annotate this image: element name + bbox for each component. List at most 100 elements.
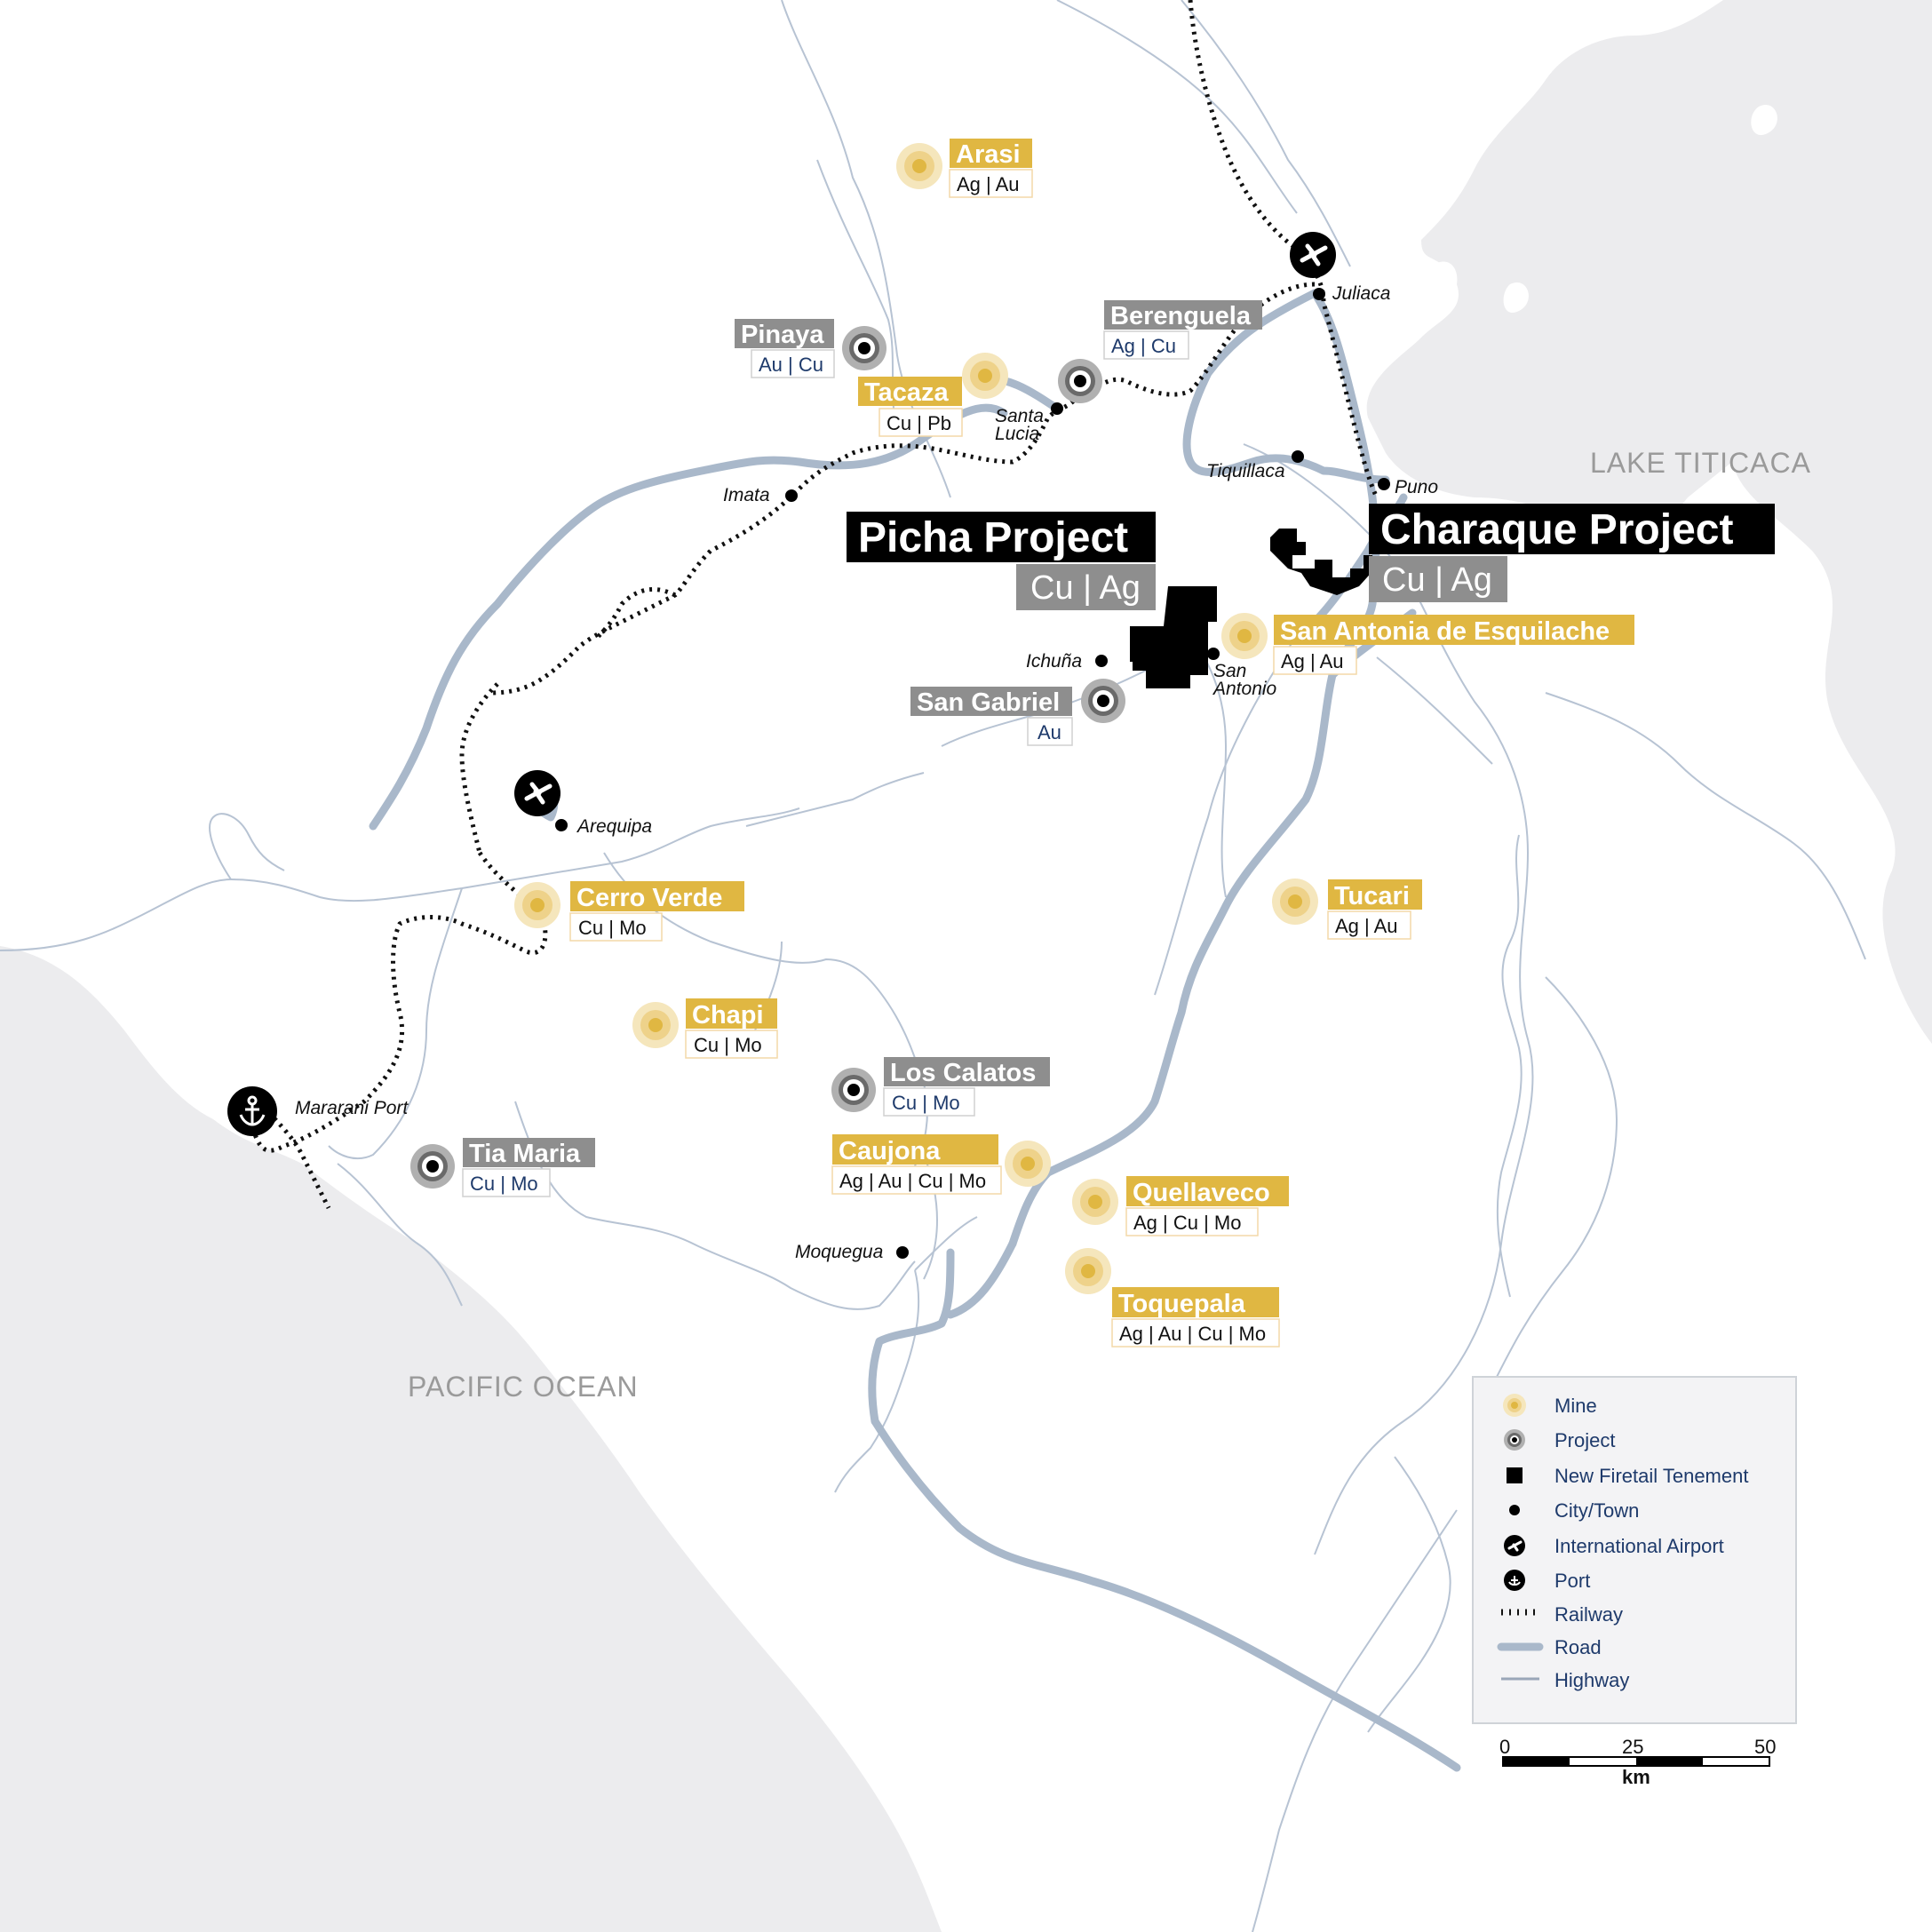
pacific-ocean	[0, 946, 942, 1932]
town-label: Lucia	[995, 424, 1039, 444]
town-label: Moquegua	[795, 1242, 883, 1262]
airport-icon	[514, 770, 561, 816]
project-icon	[842, 326, 886, 370]
svg-text:Toquepala: Toquepala	[1118, 1290, 1246, 1318]
project-label-tia-maria: Tia Maria Cu | Mo	[462, 1138, 595, 1197]
mine-icon	[1272, 879, 1318, 925]
scale-tick-label: 25	[1622, 1736, 1643, 1758]
town-dots	[555, 288, 1390, 1259]
mine-label-tacaza: Tacaza Cu | Pb	[858, 377, 963, 437]
picha-project-commodities: Cu | Ag	[1030, 569, 1141, 607]
anchor-icon	[227, 1086, 277, 1136]
svg-text:Tucari: Tucari	[1334, 882, 1410, 910]
legend-label: Road	[1554, 1636, 1602, 1658]
mine-markers	[514, 143, 1318, 1294]
mine-icon	[632, 1002, 679, 1048]
mine-icon	[514, 882, 561, 928]
svg-text:Arasi: Arasi	[956, 140, 1021, 169]
mine-label-caujona: Caujona Ag | Au | Cu | Mo	[831, 1134, 1002, 1195]
town-label: Puno	[1395, 477, 1438, 497]
svg-text:Cerro Verde: Cerro Verde	[576, 884, 722, 912]
svg-text:Cu | Mo: Cu | Mo	[470, 1173, 538, 1195]
scale-unit: km	[1622, 1766, 1650, 1788]
town-label: Ichuña	[1026, 651, 1082, 672]
town-label: San	[1213, 661, 1246, 681]
mine-label-quellaveco: Quellaveco Ag | Cu | Mo	[1125, 1176, 1289, 1236]
charaque-project-commodities: Cu | Ag	[1382, 561, 1492, 599]
project-label-pinaya: Pinaya Au | Cu	[735, 319, 835, 378]
project-icon	[410, 1144, 455, 1189]
svg-text:Cu | Mo: Cu | Mo	[578, 917, 647, 939]
tenement-icon	[1507, 1467, 1523, 1483]
svg-text:Cu | Pb: Cu | Pb	[886, 412, 951, 434]
svg-text:Ag | Au: Ag | Au	[957, 173, 1020, 195]
legend-label: International Airport	[1554, 1535, 1724, 1557]
svg-text:San Gabriel: San Gabriel	[917, 688, 1060, 717]
svg-text:Ag | Au | Cu | Mo: Ag | Au | Cu | Mo	[839, 1170, 986, 1192]
town-label: Imata	[723, 485, 770, 505]
project-icon	[831, 1068, 876, 1112]
svg-text:Cu | Mo: Cu | Mo	[892, 1092, 960, 1114]
svg-text:Ag | Cu: Ag | Cu	[1111, 335, 1176, 357]
svg-text:Ag | Au | Cu | Mo: Ag | Au | Cu | Mo	[1119, 1323, 1266, 1345]
svg-text:Berenguela: Berenguela	[1110, 302, 1252, 330]
legend-label: Project	[1554, 1429, 1615, 1451]
svg-text:Pinaya: Pinaya	[741, 321, 824, 349]
scale-bar: 0 25 50 km	[1499, 1736, 1776, 1788]
project-icon	[1504, 1429, 1525, 1451]
legend-label: Railway	[1554, 1603, 1623, 1626]
project-label-los-calatos: Los Calatos Cu | Mo	[883, 1057, 1050, 1117]
town-label: Mararani Port	[295, 1098, 409, 1118]
mine-label-chapi: Chapi Cu | Mo	[685, 998, 778, 1059]
svg-text:Chapi: Chapi	[692, 1001, 764, 1030]
svg-text:Los Calatos: Los Calatos	[890, 1059, 1036, 1087]
airport-icon	[1504, 1535, 1525, 1556]
legend-label: Mine	[1554, 1395, 1597, 1417]
picha-project-label: Picha Project Cu | Ag	[847, 512, 1156, 610]
mine-icon	[1072, 1179, 1118, 1225]
legend: Mine Project New Firetail Tenement City/…	[1472, 1376, 1797, 1724]
mine-label-arasi: Arasi Ag | Au	[949, 139, 1033, 198]
svg-text:Ag | Au: Ag | Au	[1335, 915, 1398, 937]
project-label-san-gabriel: San Gabriel Au	[910, 687, 1073, 746]
project-label-berenguela: Berenguela Ag | Cu	[1103, 300, 1262, 360]
scale-tick-label: 50	[1754, 1736, 1776, 1758]
picha-tenement	[1130, 586, 1217, 688]
svg-text:Ag | Cu | Mo: Ag | Cu | Mo	[1133, 1212, 1241, 1234]
town-label: Santa	[995, 406, 1044, 426]
svg-text:Au | Cu: Au | Cu	[759, 354, 823, 376]
svg-text:Cu | Mo: Cu | Mo	[694, 1034, 762, 1056]
charaque-project-label: Charaque Project Cu | Ag	[1369, 504, 1775, 602]
svg-text:Tacaza: Tacaza	[864, 378, 949, 407]
legend-label: New Firetail Tenement	[1554, 1465, 1748, 1487]
legend-label: City/Town	[1554, 1499, 1639, 1522]
mine-icon	[1005, 1141, 1051, 1187]
svg-text:San Antonia de Esquilache: San Antonia de Esquilache	[1280, 617, 1610, 646]
charaque-tenement	[1270, 529, 1375, 595]
city-dot-icon	[1509, 1505, 1520, 1515]
mine-icon	[1503, 1394, 1526, 1417]
airport-icon	[1290, 232, 1336, 278]
town-label: Juliaca	[1332, 283, 1390, 304]
mine-label-cerro-verde: Cerro Verde Cu | Mo	[569, 881, 744, 942]
scale-tick-label: 0	[1499, 1736, 1510, 1758]
mine-label-tucari: Tucari Ag | Au	[1327, 879, 1422, 940]
lake-titicaca-label: LAKE TITICACA	[1590, 447, 1811, 479]
mine-icon	[1221, 613, 1268, 659]
svg-text:Quellaveco: Quellaveco	[1133, 1179, 1270, 1207]
town-label: Arequipa	[576, 816, 652, 837]
mine-icon	[962, 353, 1008, 399]
pacific-ocean-label: PACIFIC OCEAN	[408, 1371, 639, 1403]
project-icon	[1058, 359, 1102, 403]
legend-label: Highway	[1554, 1669, 1629, 1691]
mine-label-san-antonia: San Antonia de Esquilache Ag | Au	[1273, 615, 1634, 675]
picha-project-title: Picha Project	[858, 514, 1128, 561]
railway	[246, 0, 1379, 1210]
svg-text:Tia Maria: Tia Maria	[469, 1140, 581, 1168]
town-label: Tiquillaca	[1206, 461, 1285, 481]
mine-icon	[896, 143, 942, 189]
mine-icon	[1065, 1248, 1111, 1294]
svg-text:Ag | Au: Ag | Au	[1281, 650, 1344, 672]
anchor-icon	[1504, 1570, 1525, 1591]
svg-text:Au: Au	[1038, 721, 1061, 743]
